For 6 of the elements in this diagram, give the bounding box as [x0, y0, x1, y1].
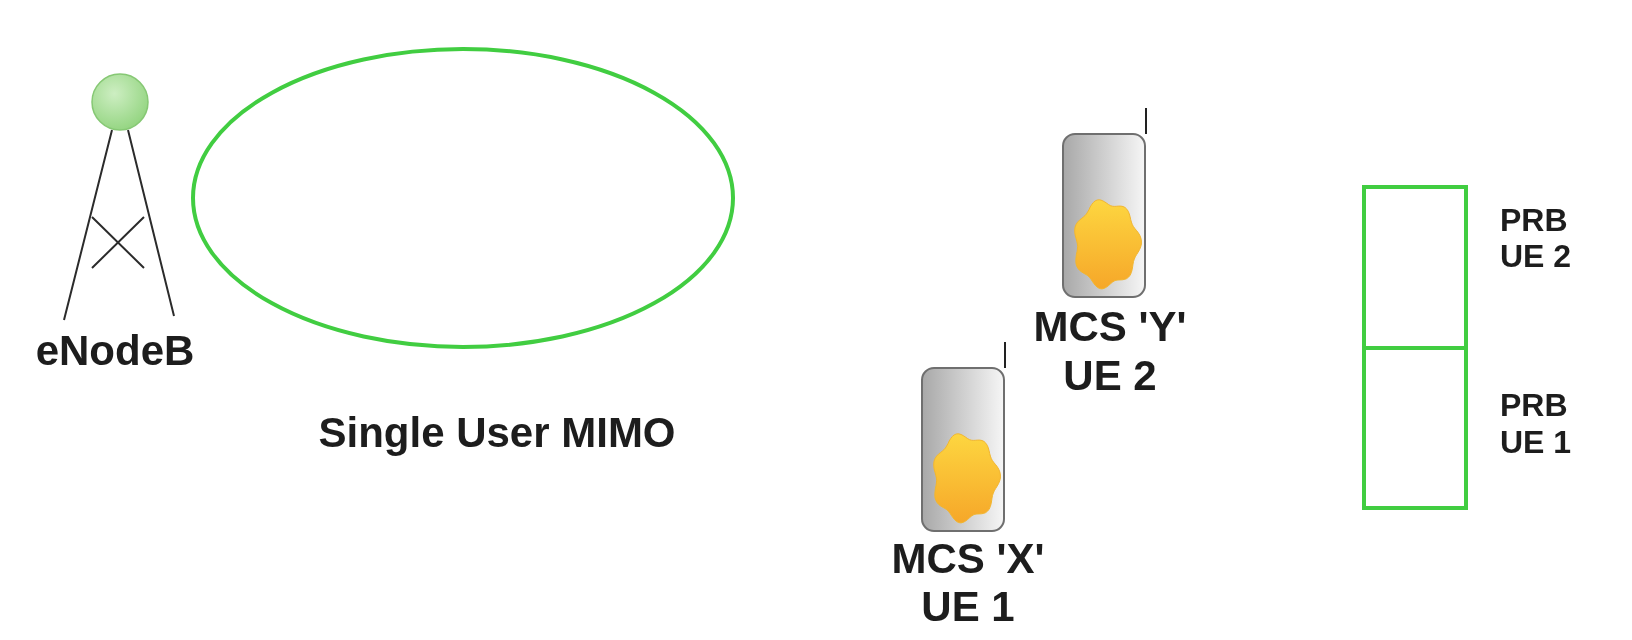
node-label: MCS 'Y' UE 2 [1032, 302, 1188, 400]
block-label: PRB UE 2 [1500, 202, 1573, 274]
node-label: MCS 'X' UE 1 [890, 535, 1046, 631]
node-label: eNodeB [34, 327, 196, 375]
caption-text: Single User MIMO [318, 409, 676, 457]
block-label: PRB UE 1 [1500, 387, 1573, 461]
